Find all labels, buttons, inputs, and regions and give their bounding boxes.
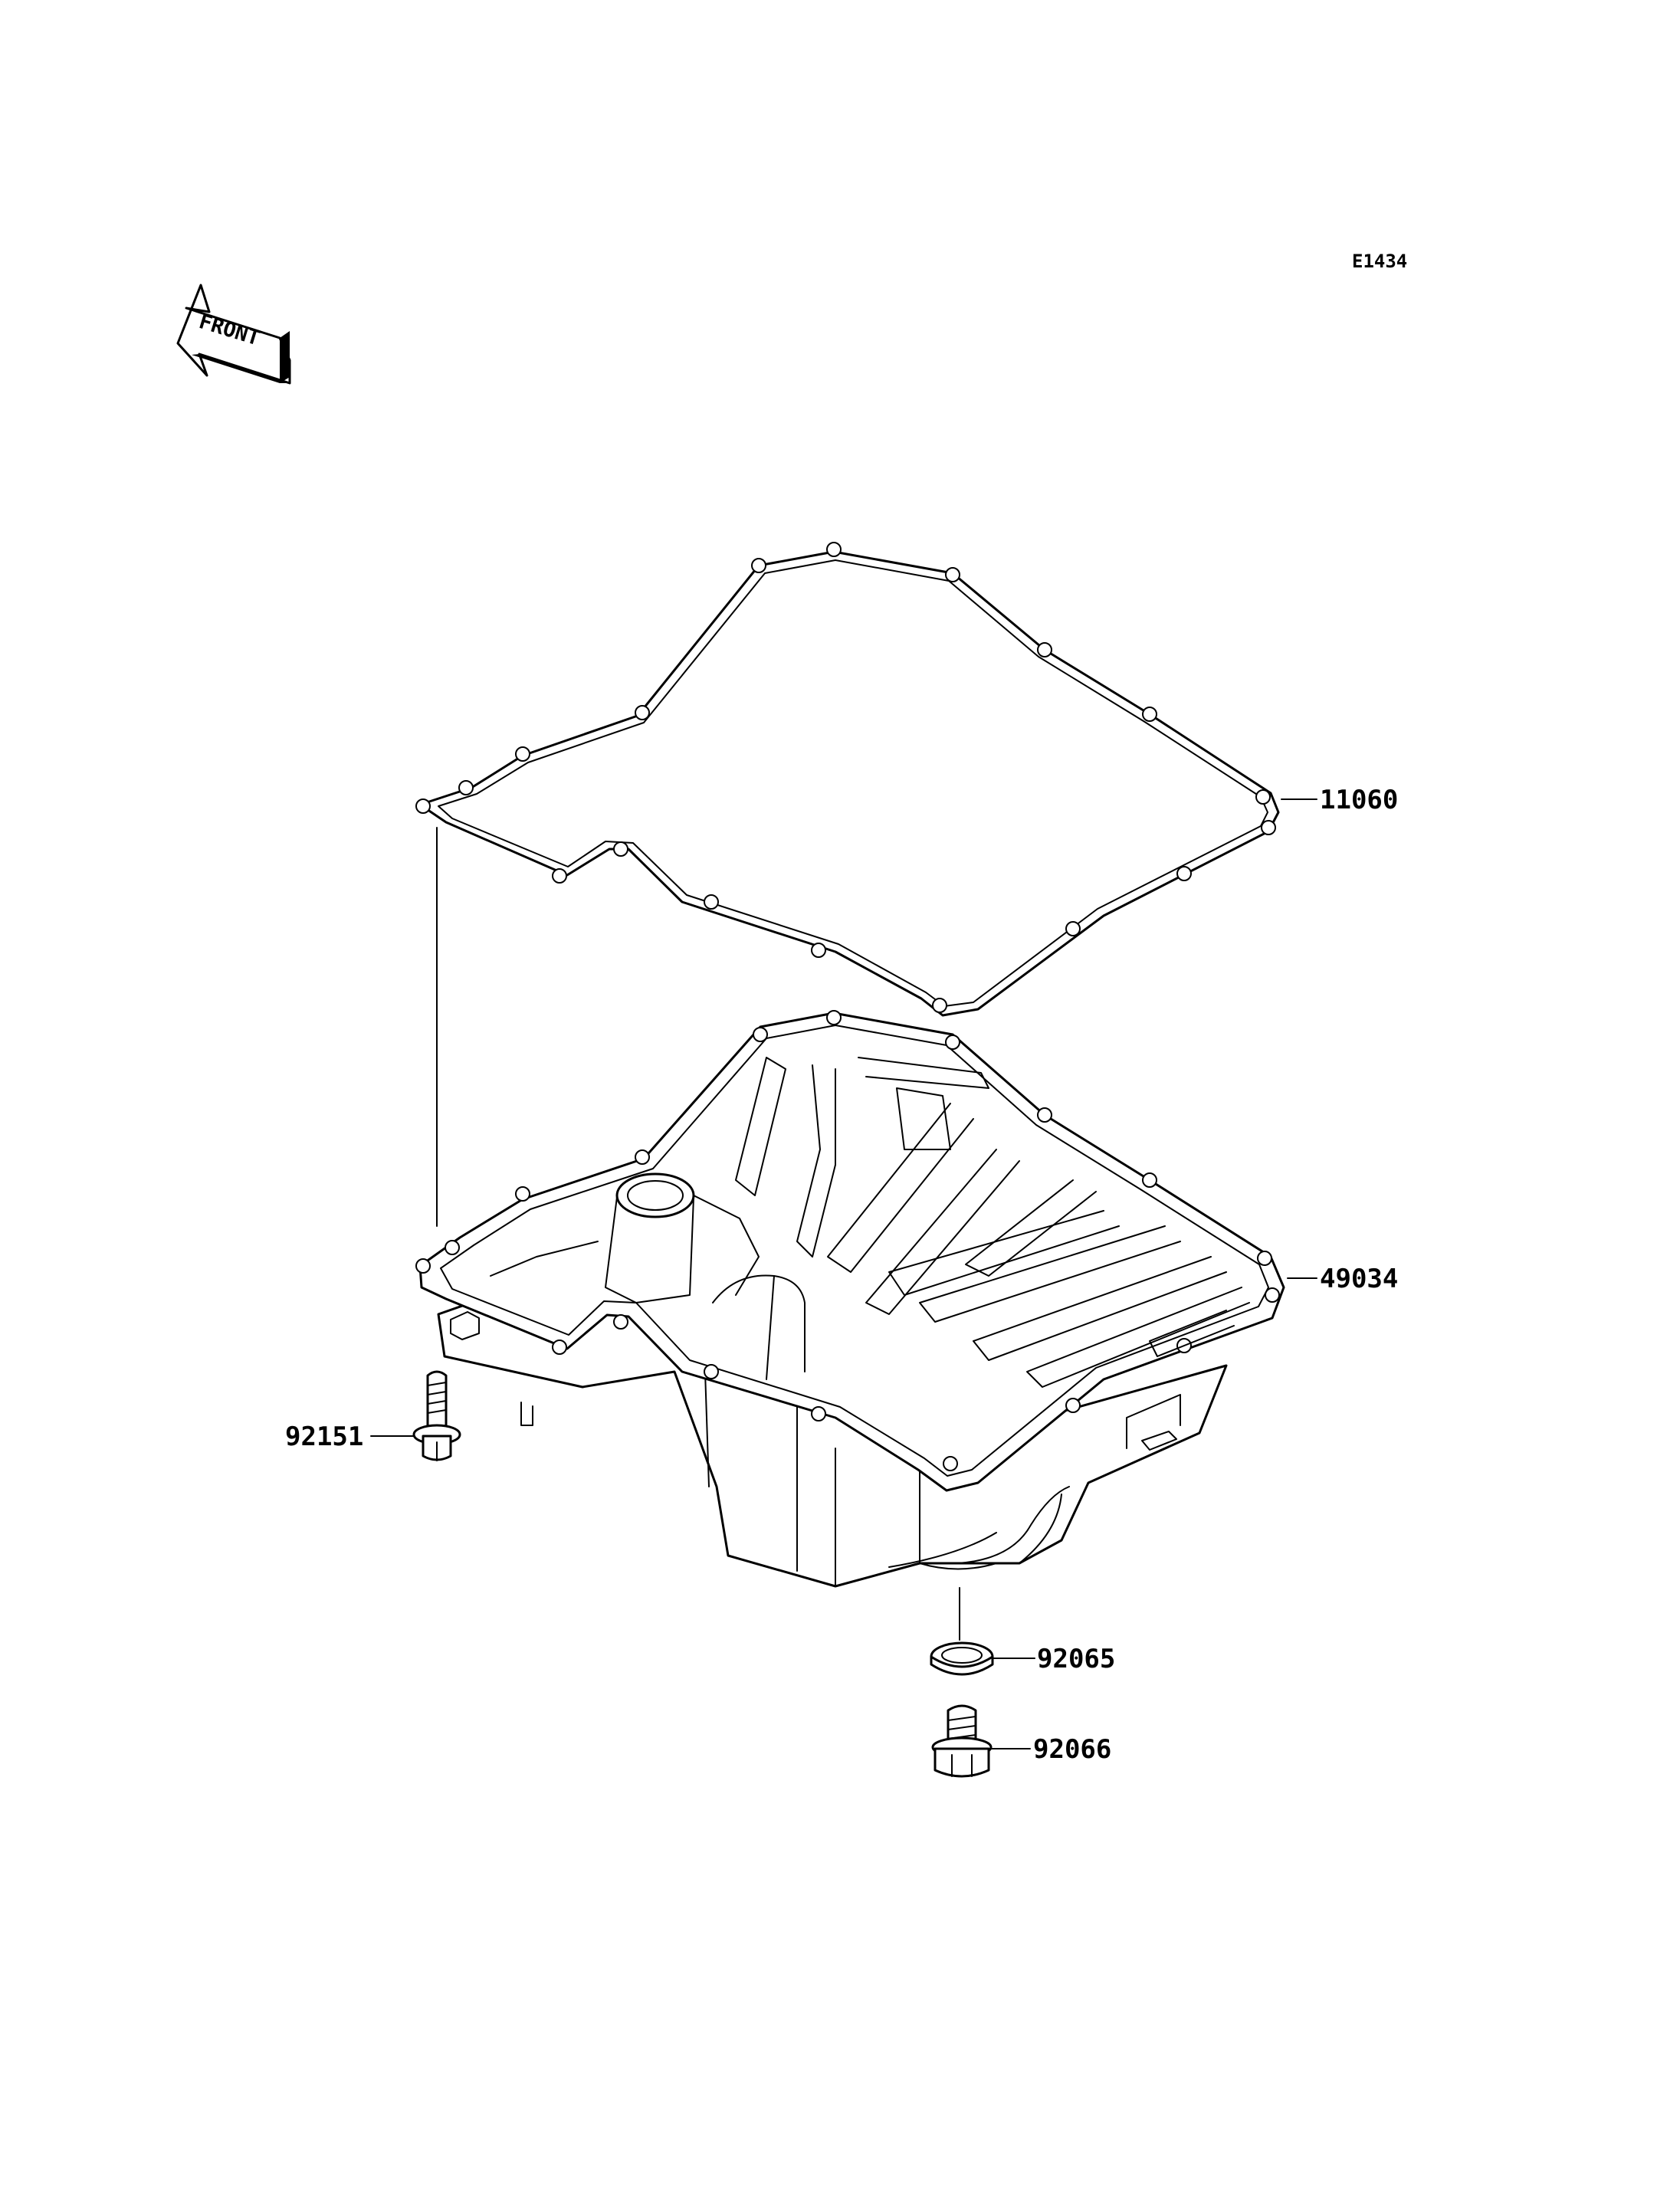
bolt-92151 [412, 1370, 461, 1461]
drain-plug-92066 [931, 1704, 993, 1778]
gasket-11060 [415, 542, 1280, 1017]
diagram-code: E1434 [1352, 251, 1407, 272]
part-number-92151: 92151 [285, 1421, 363, 1452]
oil-pickup-tube [490, 1172, 760, 1303]
part-number-92066: 92066 [1033, 1734, 1111, 1765]
washer-92065 [930, 1641, 994, 1676]
part-number-92065: 92065 [1037, 1644, 1115, 1674]
oil-pan-49034 [415, 1010, 1285, 1588]
part-number-49034: 49034 [1320, 1264, 1398, 1294]
front-arrow-icon: FRONT [176, 284, 291, 385]
part-number-11060: 11060 [1320, 785, 1398, 815]
front-label: FRONT [196, 310, 263, 350]
